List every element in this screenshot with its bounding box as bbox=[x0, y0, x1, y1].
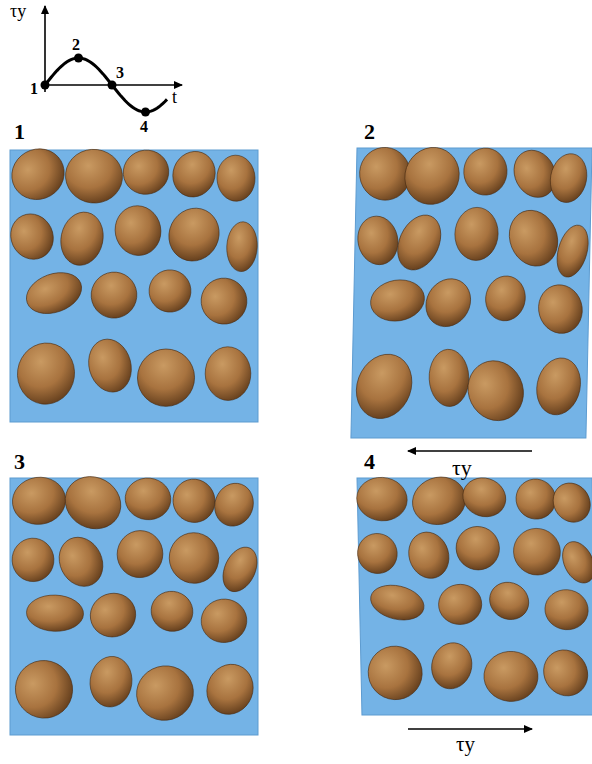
soil-grain bbox=[544, 588, 589, 631]
soil-grain bbox=[146, 586, 197, 636]
soil-grain bbox=[532, 354, 585, 418]
curve-point bbox=[108, 81, 117, 90]
panel-number: 4 bbox=[364, 450, 375, 474]
soil-grain bbox=[56, 467, 130, 539]
soil-grain bbox=[200, 658, 261, 722]
soil-grain bbox=[226, 221, 259, 272]
panel-number: 3 bbox=[14, 450, 25, 474]
soil-grain bbox=[353, 212, 402, 269]
soil-grain bbox=[481, 649, 540, 704]
soil-grain bbox=[417, 271, 479, 335]
soil-grain bbox=[83, 334, 137, 397]
panel-number: 1 bbox=[14, 120, 25, 144]
soil-grain bbox=[501, 203, 566, 274]
soil-grain bbox=[9, 474, 68, 528]
soil-grain bbox=[428, 348, 470, 408]
soil-grain bbox=[547, 151, 591, 205]
soil-grain bbox=[454, 207, 498, 260]
shear-stress-label: τy bbox=[10, 2, 26, 22]
soil-grain bbox=[552, 222, 592, 280]
soil-grain bbox=[355, 531, 399, 576]
soil-grain bbox=[5, 650, 83, 729]
soil-grain bbox=[458, 473, 510, 522]
soil-grain bbox=[147, 268, 193, 314]
soil-grain bbox=[483, 274, 527, 322]
soil-grain bbox=[85, 266, 142, 323]
soil-grain bbox=[397, 140, 467, 211]
soil-grain bbox=[356, 476, 408, 522]
soil-grain bbox=[3, 139, 74, 209]
soil-grain bbox=[129, 340, 203, 415]
soil-grain bbox=[118, 145, 174, 200]
soil-grain bbox=[513, 528, 562, 575]
soil-sample bbox=[3, 139, 259, 422]
soil-grain bbox=[3, 207, 60, 266]
soil-grain bbox=[87, 654, 135, 709]
soil-grain bbox=[14, 339, 79, 408]
curve-point bbox=[74, 54, 83, 63]
soil-grain bbox=[450, 520, 506, 576]
soil-grain bbox=[216, 542, 263, 597]
shear-arrow bbox=[408, 450, 532, 452]
soil-grain bbox=[160, 200, 228, 270]
soil-grain bbox=[168, 474, 221, 528]
soil-grain bbox=[546, 476, 592, 528]
point-number: 1 bbox=[30, 80, 38, 98]
soil-grain bbox=[21, 265, 88, 320]
soil-grain bbox=[165, 528, 224, 588]
sine-curve bbox=[45, 58, 167, 112]
soil-grain bbox=[84, 587, 142, 644]
panel-number: 2 bbox=[364, 120, 375, 144]
soil-grain bbox=[62, 146, 125, 206]
soil-grain bbox=[403, 528, 454, 583]
soil-grain bbox=[199, 596, 250, 645]
axis-label: t bbox=[172, 88, 177, 108]
soil-grain bbox=[347, 347, 420, 426]
soil-grain bbox=[458, 351, 533, 430]
soil-grain bbox=[11, 537, 55, 583]
point-number: 3 bbox=[116, 64, 124, 82]
soil-grain bbox=[113, 527, 167, 582]
soil-grain bbox=[533, 279, 589, 339]
soil-grain bbox=[361, 639, 430, 707]
curve-point bbox=[41, 81, 50, 90]
soil-grain bbox=[483, 576, 535, 627]
soil-grain bbox=[462, 146, 508, 197]
soil-grain bbox=[514, 477, 558, 521]
soil-sample bbox=[353, 470, 592, 715]
soil-grain bbox=[193, 270, 255, 332]
shear-stress-label: τy bbox=[456, 733, 475, 756]
soil-grain bbox=[367, 580, 427, 625]
soil-grain bbox=[123, 476, 173, 522]
soil-grain bbox=[26, 594, 84, 632]
soil-grain bbox=[51, 530, 111, 594]
curve-points bbox=[41, 54, 151, 117]
point-number: 4 bbox=[140, 118, 148, 136]
shear-axis bbox=[44, 6, 46, 92]
soil-sample bbox=[347, 140, 592, 438]
shear-stress-label: τy bbox=[452, 456, 472, 480]
soil-grain bbox=[368, 276, 427, 325]
soil-grain bbox=[535, 642, 592, 703]
shear-arrow bbox=[408, 728, 532, 730]
soil-grain bbox=[435, 581, 485, 628]
soil-grain bbox=[56, 208, 108, 269]
soil-sample bbox=[5, 467, 264, 735]
soil-panels bbox=[3, 139, 592, 735]
soil-grain bbox=[389, 208, 449, 276]
point-number: 2 bbox=[72, 36, 80, 54]
soil-grain bbox=[556, 537, 592, 588]
curve-point bbox=[141, 108, 150, 117]
soil-grain bbox=[209, 478, 260, 532]
soil-grain bbox=[205, 346, 252, 400]
soil-grain bbox=[166, 145, 222, 203]
soil-grain bbox=[216, 155, 256, 202]
soil-grain bbox=[426, 638, 477, 695]
soil-grain bbox=[111, 202, 165, 260]
soil-grain bbox=[130, 659, 200, 727]
